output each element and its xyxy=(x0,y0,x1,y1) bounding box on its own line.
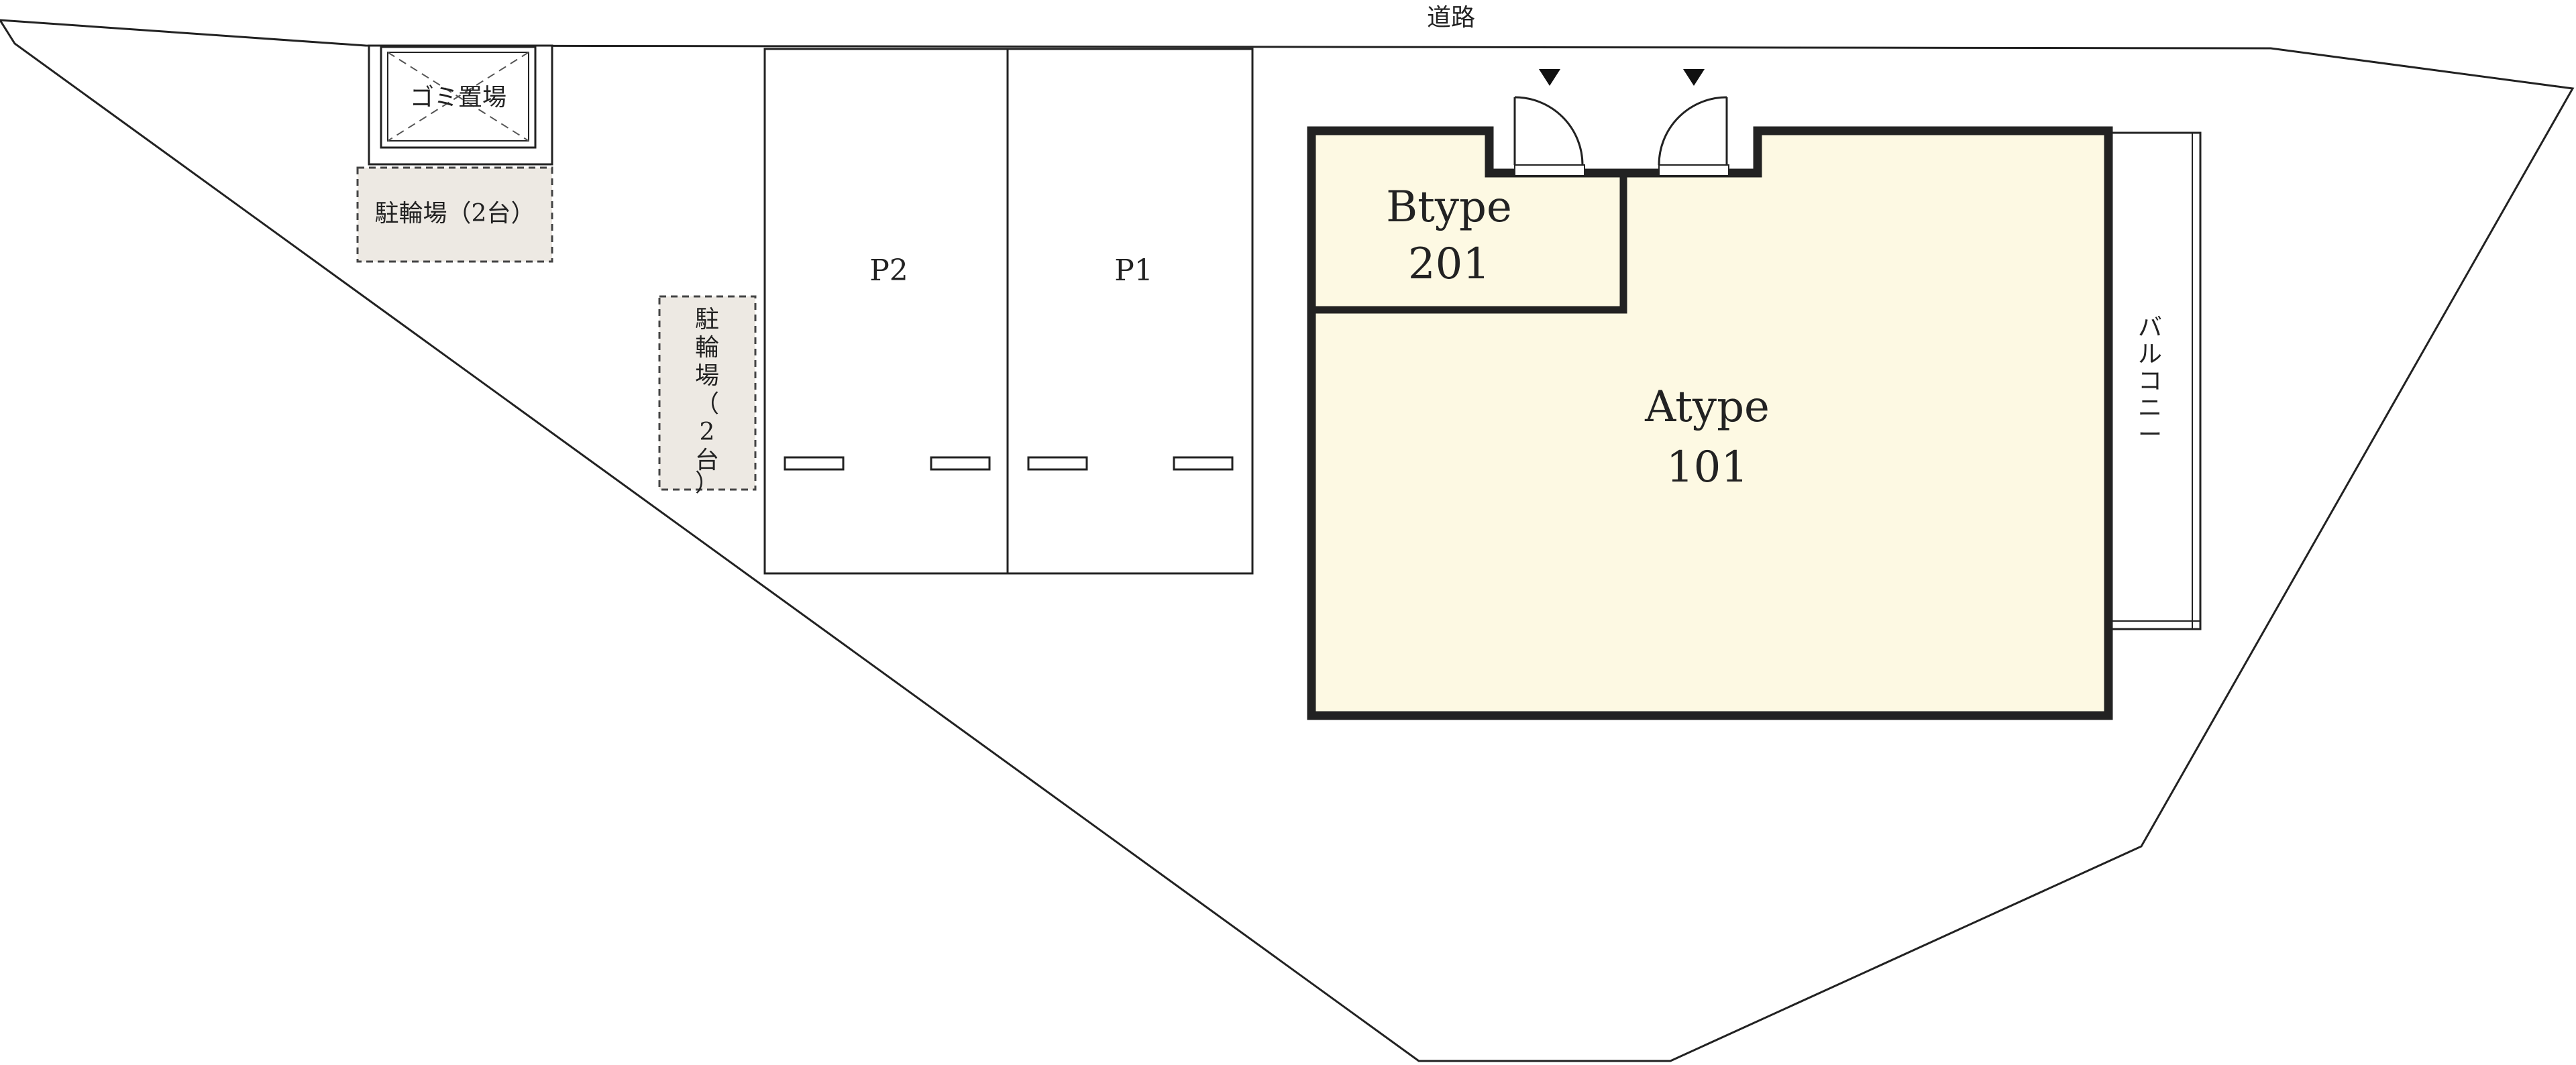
door-right xyxy=(1658,69,1729,176)
bike-parking-side-char: （ xyxy=(695,390,719,418)
balcony-char: ー xyxy=(2138,421,2162,449)
building xyxy=(1307,126,2113,720)
balcony-char: バ xyxy=(2138,314,2162,341)
bike-parking-side-char: 台 xyxy=(695,447,719,474)
bike-parking-side-char: 輪 xyxy=(695,334,719,361)
road-label: 道路 xyxy=(1427,4,1475,32)
bike-parking-top: 駐輪場（2台） xyxy=(356,166,553,263)
entrance-arrow-icon xyxy=(1683,69,1705,86)
room-a-type: Atype xyxy=(1644,382,1770,432)
balcony-char: ニ xyxy=(2138,394,2162,422)
bike-parking-side-char: ） xyxy=(695,469,719,497)
room-b-wall xyxy=(1311,173,1627,314)
garbage-area: ゴミ置場 xyxy=(368,44,553,166)
balcony: バ ル コ ニ ー xyxy=(2107,131,2202,630)
bike-parking-side-char: 駐 xyxy=(695,306,719,333)
room-b-number: 201 xyxy=(1408,239,1490,289)
room-b-type: Btype xyxy=(1386,182,1512,232)
entrance-arrow-icon xyxy=(1539,69,1560,86)
bike-parking-top-label: 駐輪場（2台） xyxy=(375,200,535,227)
door-left xyxy=(1513,69,1585,176)
building-outline xyxy=(1307,126,2113,720)
bike-parking-side-char: 2 xyxy=(700,418,715,446)
parking-space-p1: P1 xyxy=(1006,48,1254,575)
balcony-char: コ xyxy=(2138,368,2162,395)
room-a-number: 101 xyxy=(1666,443,1748,492)
bike-parking-side: 駐 輪 場 （ 2 台 ） xyxy=(658,295,757,497)
balcony-char: ル xyxy=(2138,341,2162,368)
garbage-label: ゴミ置場 xyxy=(410,84,506,111)
parking-label-p1: P1 xyxy=(1114,254,1153,288)
parking-label-p2: P2 xyxy=(869,254,908,288)
parking-space-p2: P2 xyxy=(763,48,1009,575)
bike-parking-side-char: 場 xyxy=(695,362,719,390)
